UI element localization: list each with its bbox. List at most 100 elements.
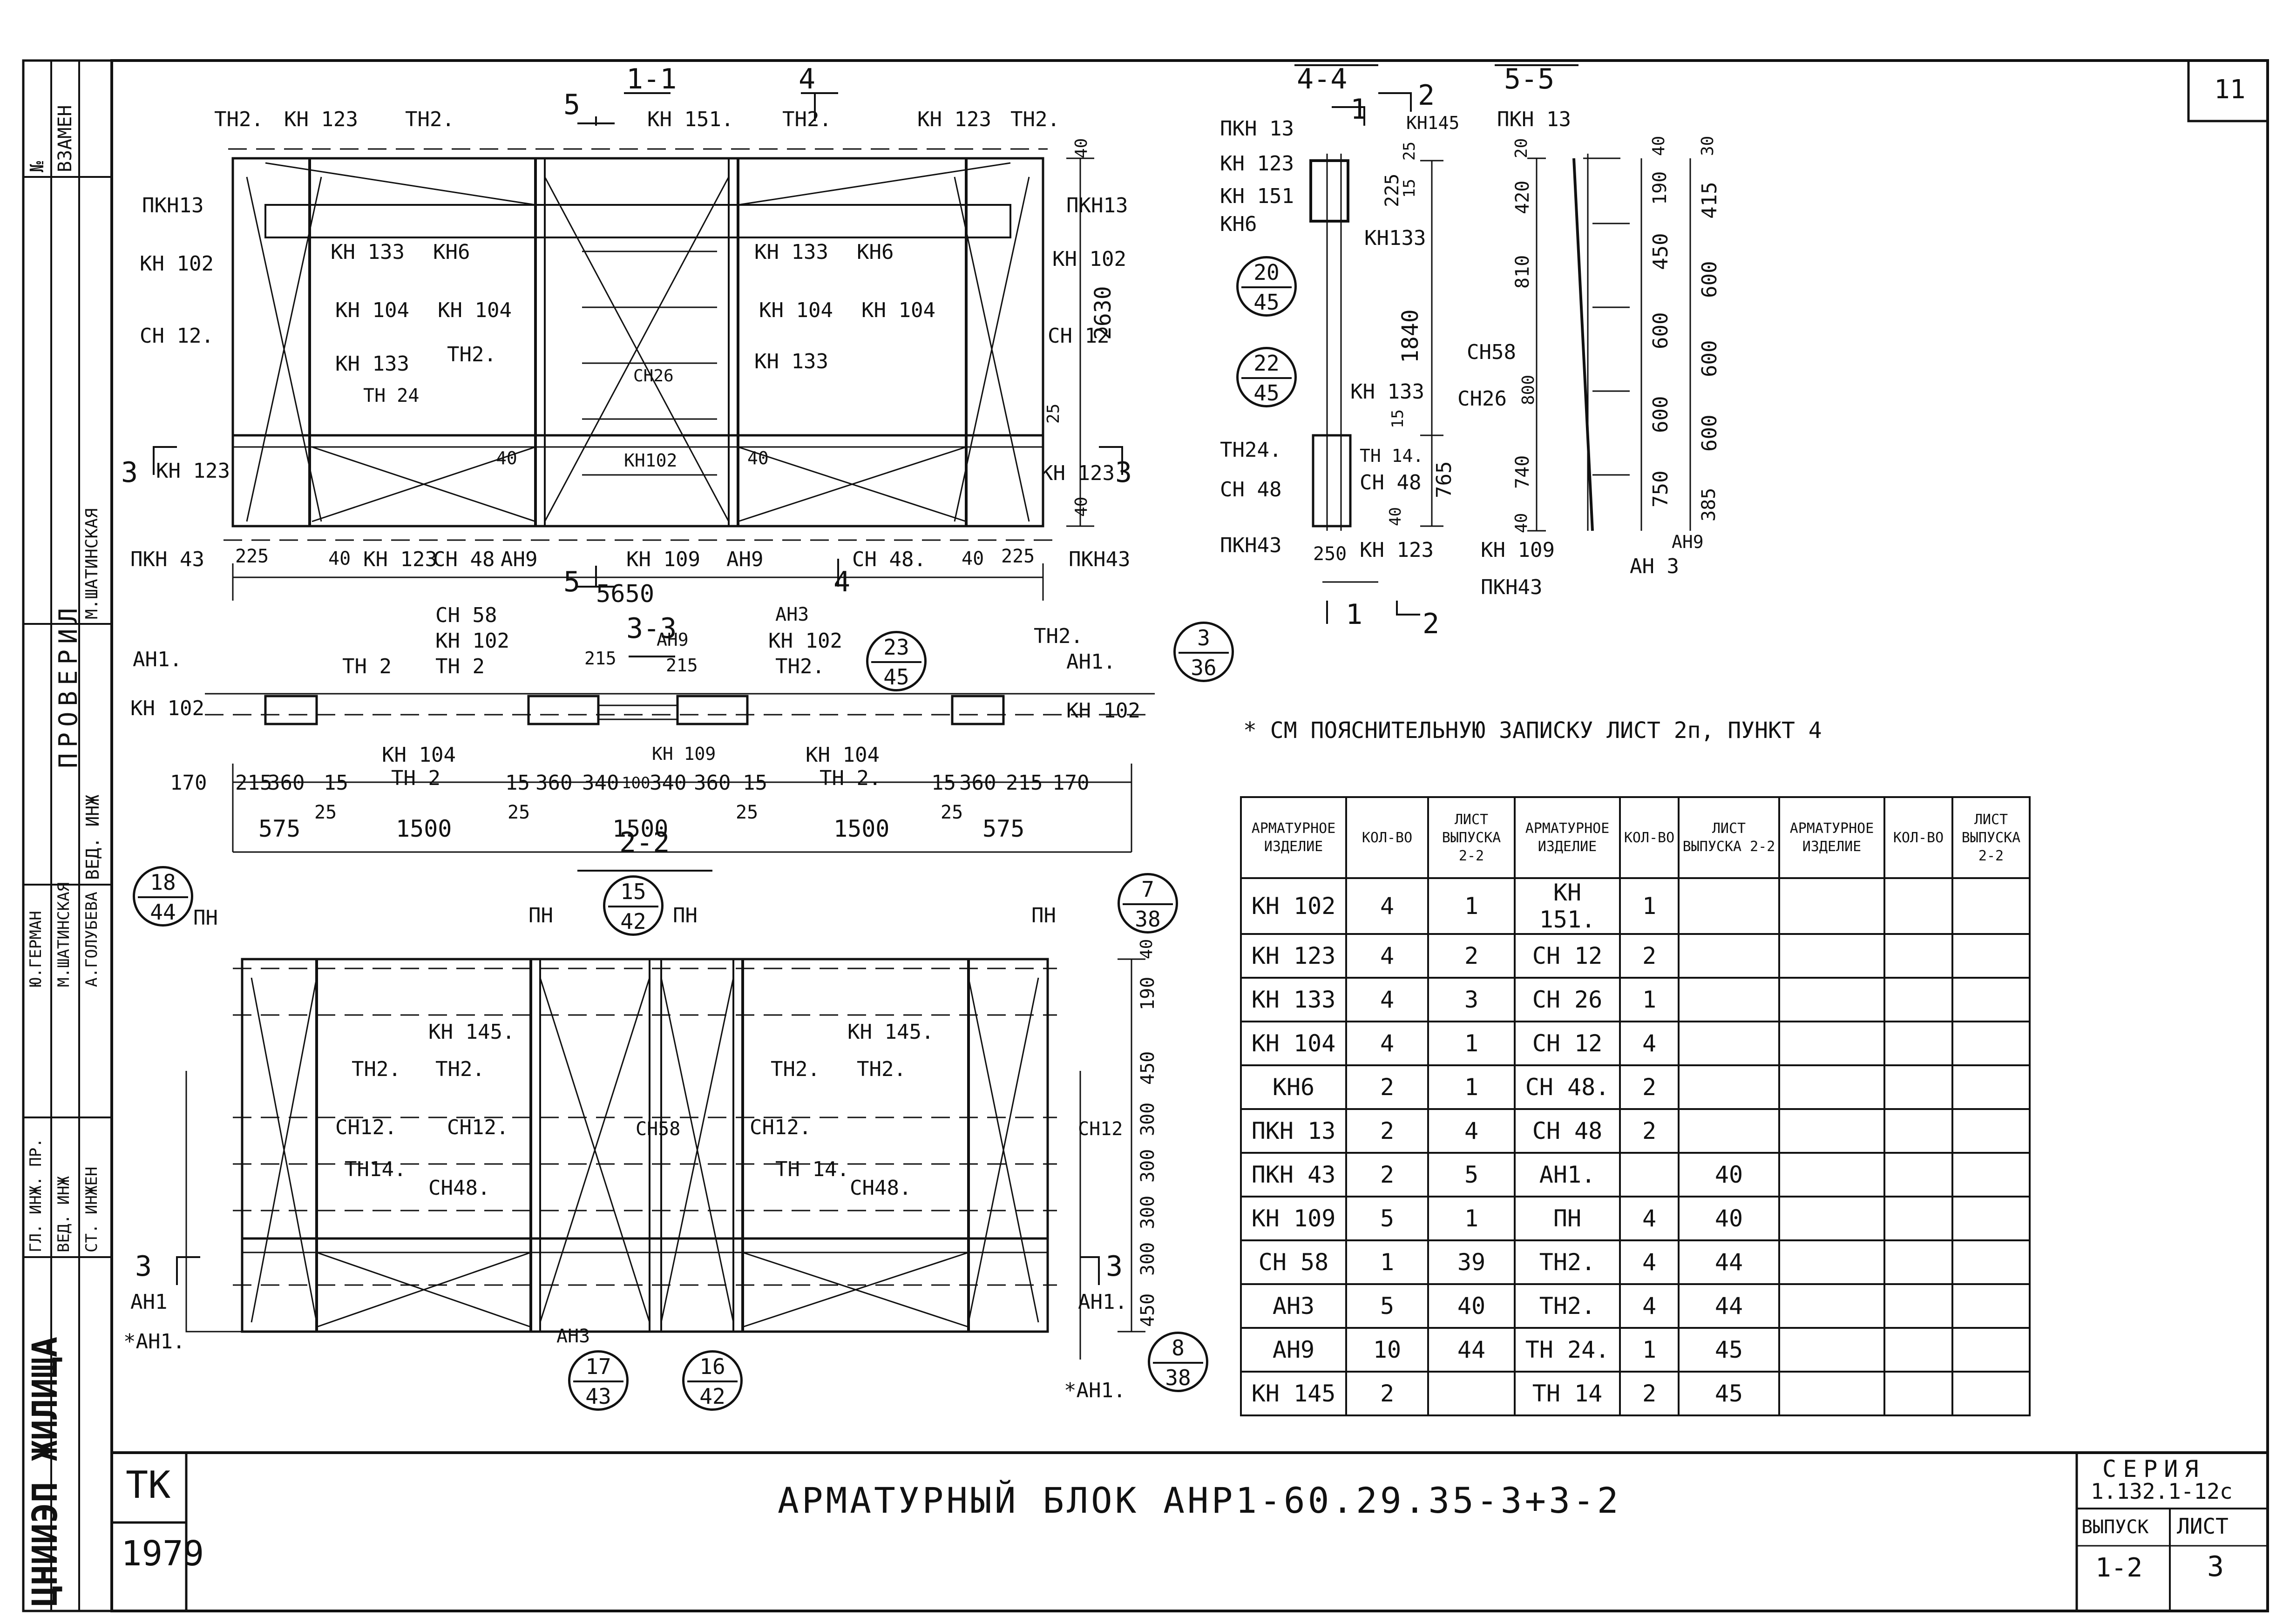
label: ТН 2 xyxy=(391,766,440,790)
dimension: 360 xyxy=(535,771,573,795)
table-cell xyxy=(1951,1064,2031,1110)
col-header: КОЛ-ВО xyxy=(1345,796,1429,879)
table-cell xyxy=(1778,1283,1885,1329)
strip-label-replace: ВЗАМЕН xyxy=(54,105,76,173)
table-cell: ТН 24. xyxy=(1514,1327,1621,1373)
table-cell: 2 xyxy=(1345,1371,1429,1416)
section-44-lines xyxy=(1294,64,1443,624)
dimension: 215 xyxy=(666,655,698,676)
label: ПКН 13 xyxy=(1497,108,1571,131)
table-cell: 1 xyxy=(1619,877,1680,935)
label: ТН2. xyxy=(435,1057,485,1081)
table-cell: КН6 xyxy=(1240,1064,1347,1110)
table-cell: СН 12 xyxy=(1514,933,1621,979)
col-header: ЛИСТ ВЫПУСКА 2-2 xyxy=(1951,796,2031,879)
table-cell: 5 xyxy=(1427,1152,1516,1198)
table-cell: 40 xyxy=(1427,1283,1516,1329)
label: КН 104 xyxy=(806,743,880,767)
table-cell: 44 xyxy=(1678,1239,1780,1285)
dimension: 300 xyxy=(1137,1242,1158,1276)
label: ТН 24 xyxy=(363,385,420,406)
table-cell: СН 12 xyxy=(1514,1021,1621,1066)
dimension: 750 xyxy=(1649,470,1673,508)
table-cell: 5 xyxy=(1345,1196,1429,1241)
label: КН 123 xyxy=(1041,461,1115,485)
table-cell xyxy=(1951,1327,2031,1373)
table-cell: АН1. xyxy=(1514,1152,1621,1198)
label: КН 123 xyxy=(1360,538,1434,562)
label: СН12. xyxy=(335,1116,397,1139)
label: ПКН13 xyxy=(1066,194,1128,217)
label: КН 133 xyxy=(335,352,409,376)
dimension: 215 xyxy=(1006,771,1043,795)
label: КН 133 xyxy=(331,240,405,264)
label: ПН xyxy=(1031,904,1056,927)
label: СН 12 xyxy=(1048,324,1110,348)
dimension: 300 xyxy=(1137,1149,1158,1183)
title-block-tk: ТК xyxy=(126,1463,171,1507)
dimension: 40 xyxy=(747,448,769,468)
dimension: 450 xyxy=(1137,1293,1158,1327)
table-cell xyxy=(1951,877,2031,935)
strip-name-german: Ю.ГЕРМАН xyxy=(27,911,45,987)
label: ПКН43 xyxy=(1069,548,1131,571)
table-cell: 2 xyxy=(1619,1064,1680,1110)
dimension: 600 xyxy=(1649,312,1673,349)
dimension: 20 xyxy=(1512,138,1531,158)
label: СН48. xyxy=(850,1176,912,1200)
label: КН 151. xyxy=(647,108,734,131)
dimension: 225 xyxy=(235,546,269,567)
table-cell xyxy=(1619,1152,1680,1198)
drawing-title: АРМАТУРНЫЙ БЛОК АНР1-60.29.35-3+3-2 xyxy=(778,1480,1621,1521)
dimension: 1500 xyxy=(612,815,669,842)
label: ПКН 13 xyxy=(1220,117,1294,141)
label: ТН2. xyxy=(771,1057,820,1081)
dimension: 40 xyxy=(1137,939,1156,959)
label: КН 109 xyxy=(652,744,716,764)
label: ТН 2 xyxy=(435,655,485,678)
table-cell: 1 xyxy=(1427,1064,1516,1110)
table-cell: 4 xyxy=(1619,1283,1680,1329)
table-cell: 44 xyxy=(1427,1327,1516,1373)
table-cell xyxy=(1678,977,1780,1022)
table-cell xyxy=(1678,877,1780,935)
dimension: 450 xyxy=(1137,1051,1158,1085)
dimension: 215 xyxy=(584,648,616,669)
table-cell: СН 48 xyxy=(1514,1108,1621,1154)
dimension: 2630 xyxy=(1090,286,1116,340)
top-elevation-lines xyxy=(153,92,1123,601)
dimension: 360 xyxy=(268,771,305,795)
table-cell: 40 xyxy=(1678,1152,1780,1198)
table-cell: 4 xyxy=(1619,1196,1680,1241)
table-cell xyxy=(1778,1108,1885,1154)
label: *АН1. xyxy=(123,1330,185,1353)
dimension: 25 xyxy=(1044,403,1063,424)
table-cell: 4 xyxy=(1345,877,1429,935)
dimension: 1840 xyxy=(1397,309,1423,363)
dimension: 765 xyxy=(1432,461,1456,498)
table-cell: 1 xyxy=(1619,1327,1680,1373)
label: ТН24. xyxy=(1220,438,1282,462)
table-cell: ПН xyxy=(1514,1196,1621,1241)
table-cell: 4 xyxy=(1619,1239,1680,1285)
dimension: 15 xyxy=(1389,409,1407,428)
dimension: 40 xyxy=(962,548,984,569)
table-cell xyxy=(1951,1152,2031,1198)
label: АН9 xyxy=(501,548,538,571)
dimension: 100 xyxy=(622,774,650,792)
table-cell: ПКН 13 xyxy=(1240,1108,1347,1154)
dimension: 225 xyxy=(1001,546,1035,567)
label: ТН2. xyxy=(214,108,264,131)
label: ПН xyxy=(193,906,218,930)
table-cell: 1 xyxy=(1619,977,1680,1022)
